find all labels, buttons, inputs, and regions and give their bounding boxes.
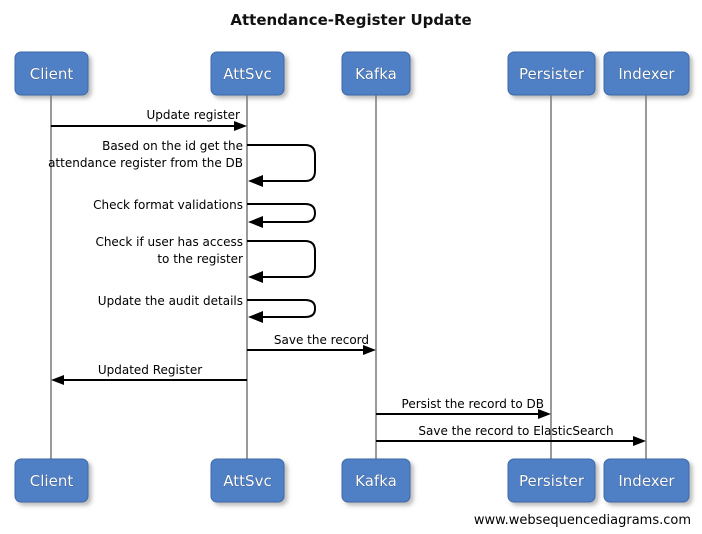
actor-label-attsvc-top: AttSvc [223, 65, 271, 83]
footer-watermark: www.websequencediagrams.com [474, 513, 691, 528]
actor-box-attsvc-top[interactable] [210, 51, 285, 96]
message-selfloop-2 [247, 144, 316, 182]
actor-box-client-bottom[interactable] [14, 458, 89, 503]
actor-label-attsvc-bottom: AttSvc [223, 472, 271, 490]
actor-label-persister-top: Persister [519, 65, 585, 83]
message-save-record-to-elasticsearch: Save the record to ElasticSearch [376, 424, 646, 446]
message-label-8: Persist the record to DB [402, 397, 544, 411]
actors-bottom: Client AttSvc Kafka Persister Indexer [14, 458, 690, 503]
actor-label-client-top: Client [30, 65, 74, 83]
actor-box-client-top[interactable] [14, 51, 89, 96]
actor-label-persister-bottom: Persister [519, 472, 585, 490]
message-arrowhead-9 [633, 436, 646, 446]
actor-attsvc-top[interactable]: AttSvc [210, 51, 285, 96]
message-get-register-from-db: Based on the id get the attendance regis… [48, 139, 316, 187]
message-label-9: Save the record to ElasticSearch [418, 424, 613, 438]
actor-box-indexer-bottom[interactable] [603, 458, 690, 503]
message-label-4-line2: to the register [157, 252, 243, 266]
message-updated-register: Updated Register [51, 363, 247, 385]
message-arrowhead-2 [248, 175, 263, 187]
message-arrowhead-5 [248, 311, 263, 323]
message-check-format-validations: Check format validations [93, 198, 317, 228]
actor-attsvc-bottom[interactable]: AttSvc [210, 458, 285, 503]
actor-label-kafka-top: Kafka [355, 65, 397, 83]
message-arrowhead-8 [538, 409, 551, 419]
message-label-3: Check format validations [93, 198, 243, 212]
message-selfloop-4 [247, 240, 316, 278]
actor-kafka-top[interactable]: Kafka [341, 51, 411, 96]
page-title: Attendance-Register Update [230, 11, 471, 29]
message-label-2-line1: Based on the id get the [102, 139, 243, 153]
message-arrowhead-6 [363, 345, 376, 355]
message-label-4-line1: Check if user has access [95, 235, 243, 249]
actor-box-persister-top[interactable] [507, 51, 596, 96]
message-label-5: Update the audit details [98, 294, 243, 308]
actor-indexer-bottom[interactable]: Indexer [603, 458, 690, 503]
actor-label-kafka-bottom: Kafka [355, 472, 397, 490]
actor-label-indexer-bottom: Indexer [618, 472, 675, 490]
actor-persister-bottom[interactable]: Persister [507, 458, 596, 503]
message-selfloop-3 [247, 203, 317, 223]
actor-box-kafka-bottom[interactable] [341, 458, 411, 503]
message-update-register: Update register [51, 108, 247, 131]
actor-box-indexer-top[interactable] [603, 51, 690, 96]
message-arrowhead-1 [234, 121, 247, 131]
actor-box-persister-bottom[interactable] [507, 458, 596, 503]
message-update-audit-details: Update the audit details [98, 294, 316, 323]
actor-box-attsvc-bottom[interactable] [210, 458, 285, 503]
actor-label-indexer-top: Indexer [618, 65, 675, 83]
message-arrowhead-3 [248, 216, 263, 228]
lifelines-group [50, 95, 647, 459]
message-save-the-record: Save the record [247, 333, 376, 355]
actor-client-top[interactable]: Client [14, 51, 89, 96]
message-arrowhead-7 [51, 375, 64, 385]
actor-persister-top[interactable]: Persister [507, 51, 596, 96]
actor-label-client-bottom: Client [30, 472, 74, 490]
actor-client-bottom[interactable]: Client [14, 458, 89, 503]
message-label-1: Update register [146, 108, 240, 122]
message-persist-record-to-db: Persist the record to DB [376, 397, 551, 419]
actor-kafka-bottom[interactable]: Kafka [341, 458, 411, 503]
message-label-7: Updated Register [98, 363, 202, 377]
actors-top: Client AttSvc Kafka Persister Indexer [14, 51, 690, 96]
message-label-6: Save the record [274, 333, 369, 347]
actor-box-kafka-top[interactable] [341, 51, 411, 96]
message-arrowhead-4 [248, 271, 263, 283]
message-check-user-access: Check if user has access to the register [95, 235, 316, 283]
actor-indexer-top[interactable]: Indexer [603, 51, 690, 96]
message-label-2-line2: attendance register from the DB [48, 156, 243, 170]
message-selfloop-5 [247, 299, 316, 318]
